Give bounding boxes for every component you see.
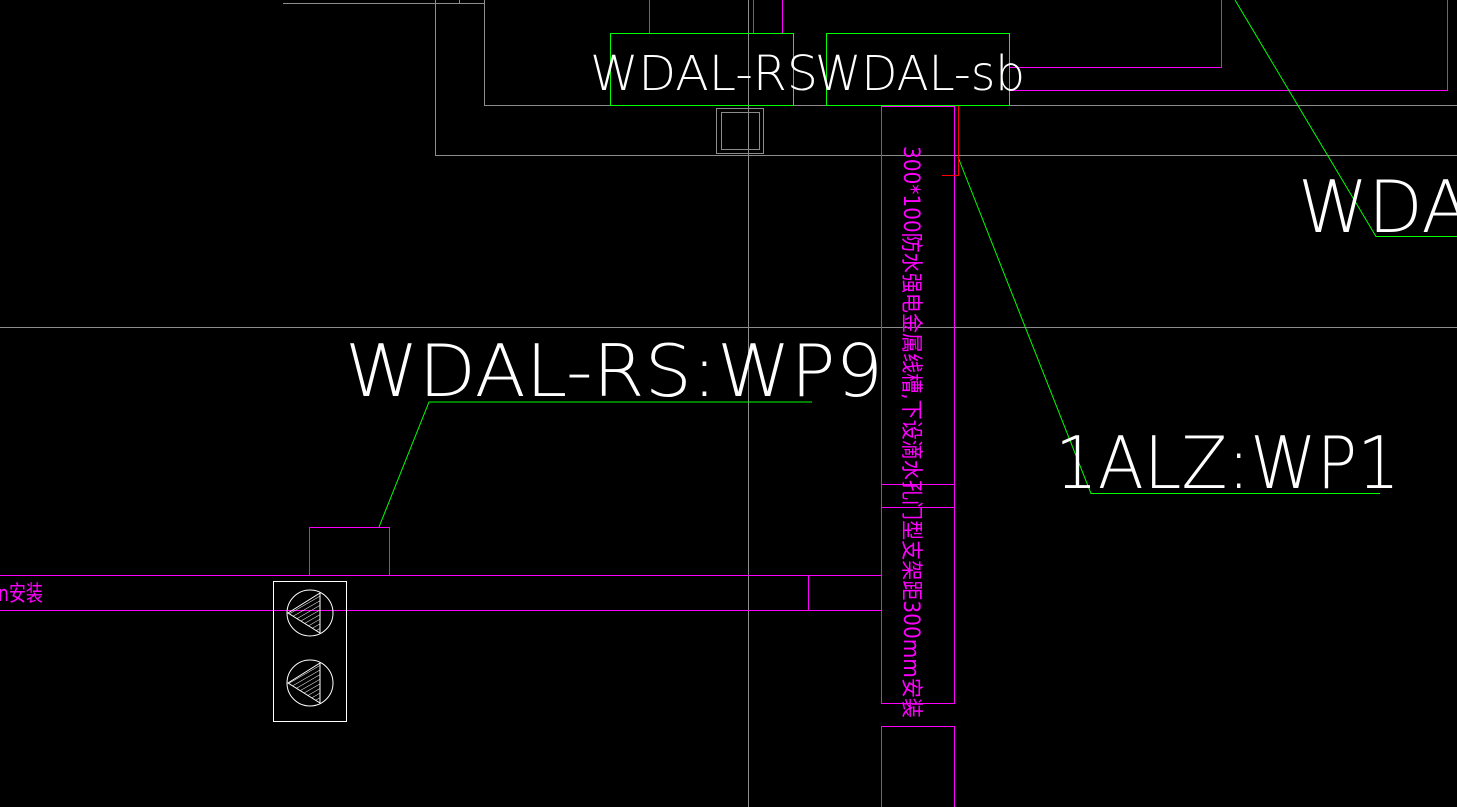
panel-label-sb[interactable]: WDAL-sb	[815, 46, 1025, 102]
cable-tray-lower[interactable]	[881, 726, 955, 807]
junction-box-outer[interactable]	[716, 108, 764, 154]
cable-tray-vertical[interactable]	[881, 106, 955, 704]
leader-wp9	[378, 401, 812, 528]
lamp-frame	[273, 581, 347, 722]
panel-box-sb[interactable]	[826, 33, 1010, 106]
leader-right	[1234, 0, 1457, 237]
panel-box-rs[interactable]	[610, 33, 794, 106]
panel-label-rs[interactable]: WDAL-RS	[590, 46, 818, 102]
feeder-upper	[1009, 0, 1222, 68]
red-marker	[942, 106, 959, 176]
lamp-lower-icon[interactable]	[286, 659, 334, 707]
feeder-lower	[1009, 0, 1448, 91]
cable-box	[309, 527, 390, 575]
leader-wp1	[957, 156, 1380, 494]
lamp-upper-icon[interactable]	[286, 589, 334, 637]
circuit-label-wp9[interactable]: WDAL-RS:WP9	[345, 329, 883, 413]
tray-note[interactable]: 300*100防水强电金属线槽,下设滴水孔门型支架距300mm安装	[898, 146, 923, 718]
green-lines	[378, 0, 1457, 528]
left-note-partial[interactable]: n安装	[0, 582, 43, 607]
junction-box-inner	[721, 112, 760, 150]
lamp-group[interactable]	[273, 581, 347, 722]
circuit-label-wp1[interactable]: 1ALZ:WP1	[1055, 421, 1400, 505]
panel-label-right-partial[interactable]: WDA	[1298, 165, 1457, 249]
